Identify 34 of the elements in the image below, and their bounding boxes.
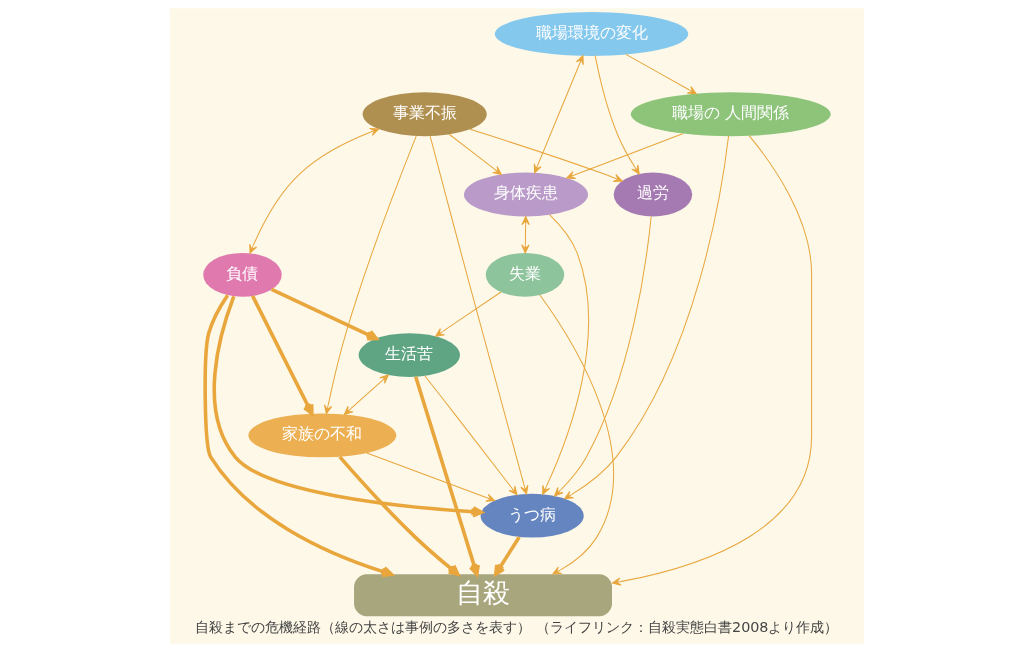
arrow xyxy=(533,55,584,174)
arrow xyxy=(469,128,623,182)
node-ellipse: 職場環境の変化 xyxy=(494,12,689,56)
arrow xyxy=(625,53,697,95)
arrow xyxy=(338,455,460,576)
arrow xyxy=(435,291,502,337)
arrow xyxy=(203,294,394,578)
arrow xyxy=(521,216,530,254)
arrow xyxy=(564,135,730,500)
arrow xyxy=(542,214,590,495)
arrow xyxy=(249,128,380,254)
caption: 自殺までの危機経路（線の太さは事例の多さを表す） （ライフリンク：自殺実態白書2008より作成） xyxy=(195,618,839,635)
node-ellipse: 家族の不和 xyxy=(248,413,397,458)
node-box: 自殺 xyxy=(354,574,612,617)
arrow xyxy=(414,376,480,576)
arrow xyxy=(251,295,314,416)
arrow xyxy=(448,133,502,175)
node-ellipse: 生活苦 xyxy=(358,333,460,378)
arrow xyxy=(343,374,389,415)
arrow xyxy=(270,287,379,341)
arrow xyxy=(429,135,529,495)
arrow xyxy=(594,55,640,175)
arrow xyxy=(424,375,518,496)
arrow xyxy=(539,294,615,575)
node-ellipse: 失業 xyxy=(485,252,565,297)
arrow xyxy=(566,132,684,179)
arrow xyxy=(611,135,813,586)
arrow xyxy=(554,216,652,497)
arrow xyxy=(494,536,521,576)
arrow xyxy=(323,135,417,415)
node-ellipse: 負債 xyxy=(203,252,282,297)
arrow xyxy=(366,452,496,502)
arrow xyxy=(212,295,484,518)
node-ellipse: 職場の 人間関係 xyxy=(630,92,831,137)
